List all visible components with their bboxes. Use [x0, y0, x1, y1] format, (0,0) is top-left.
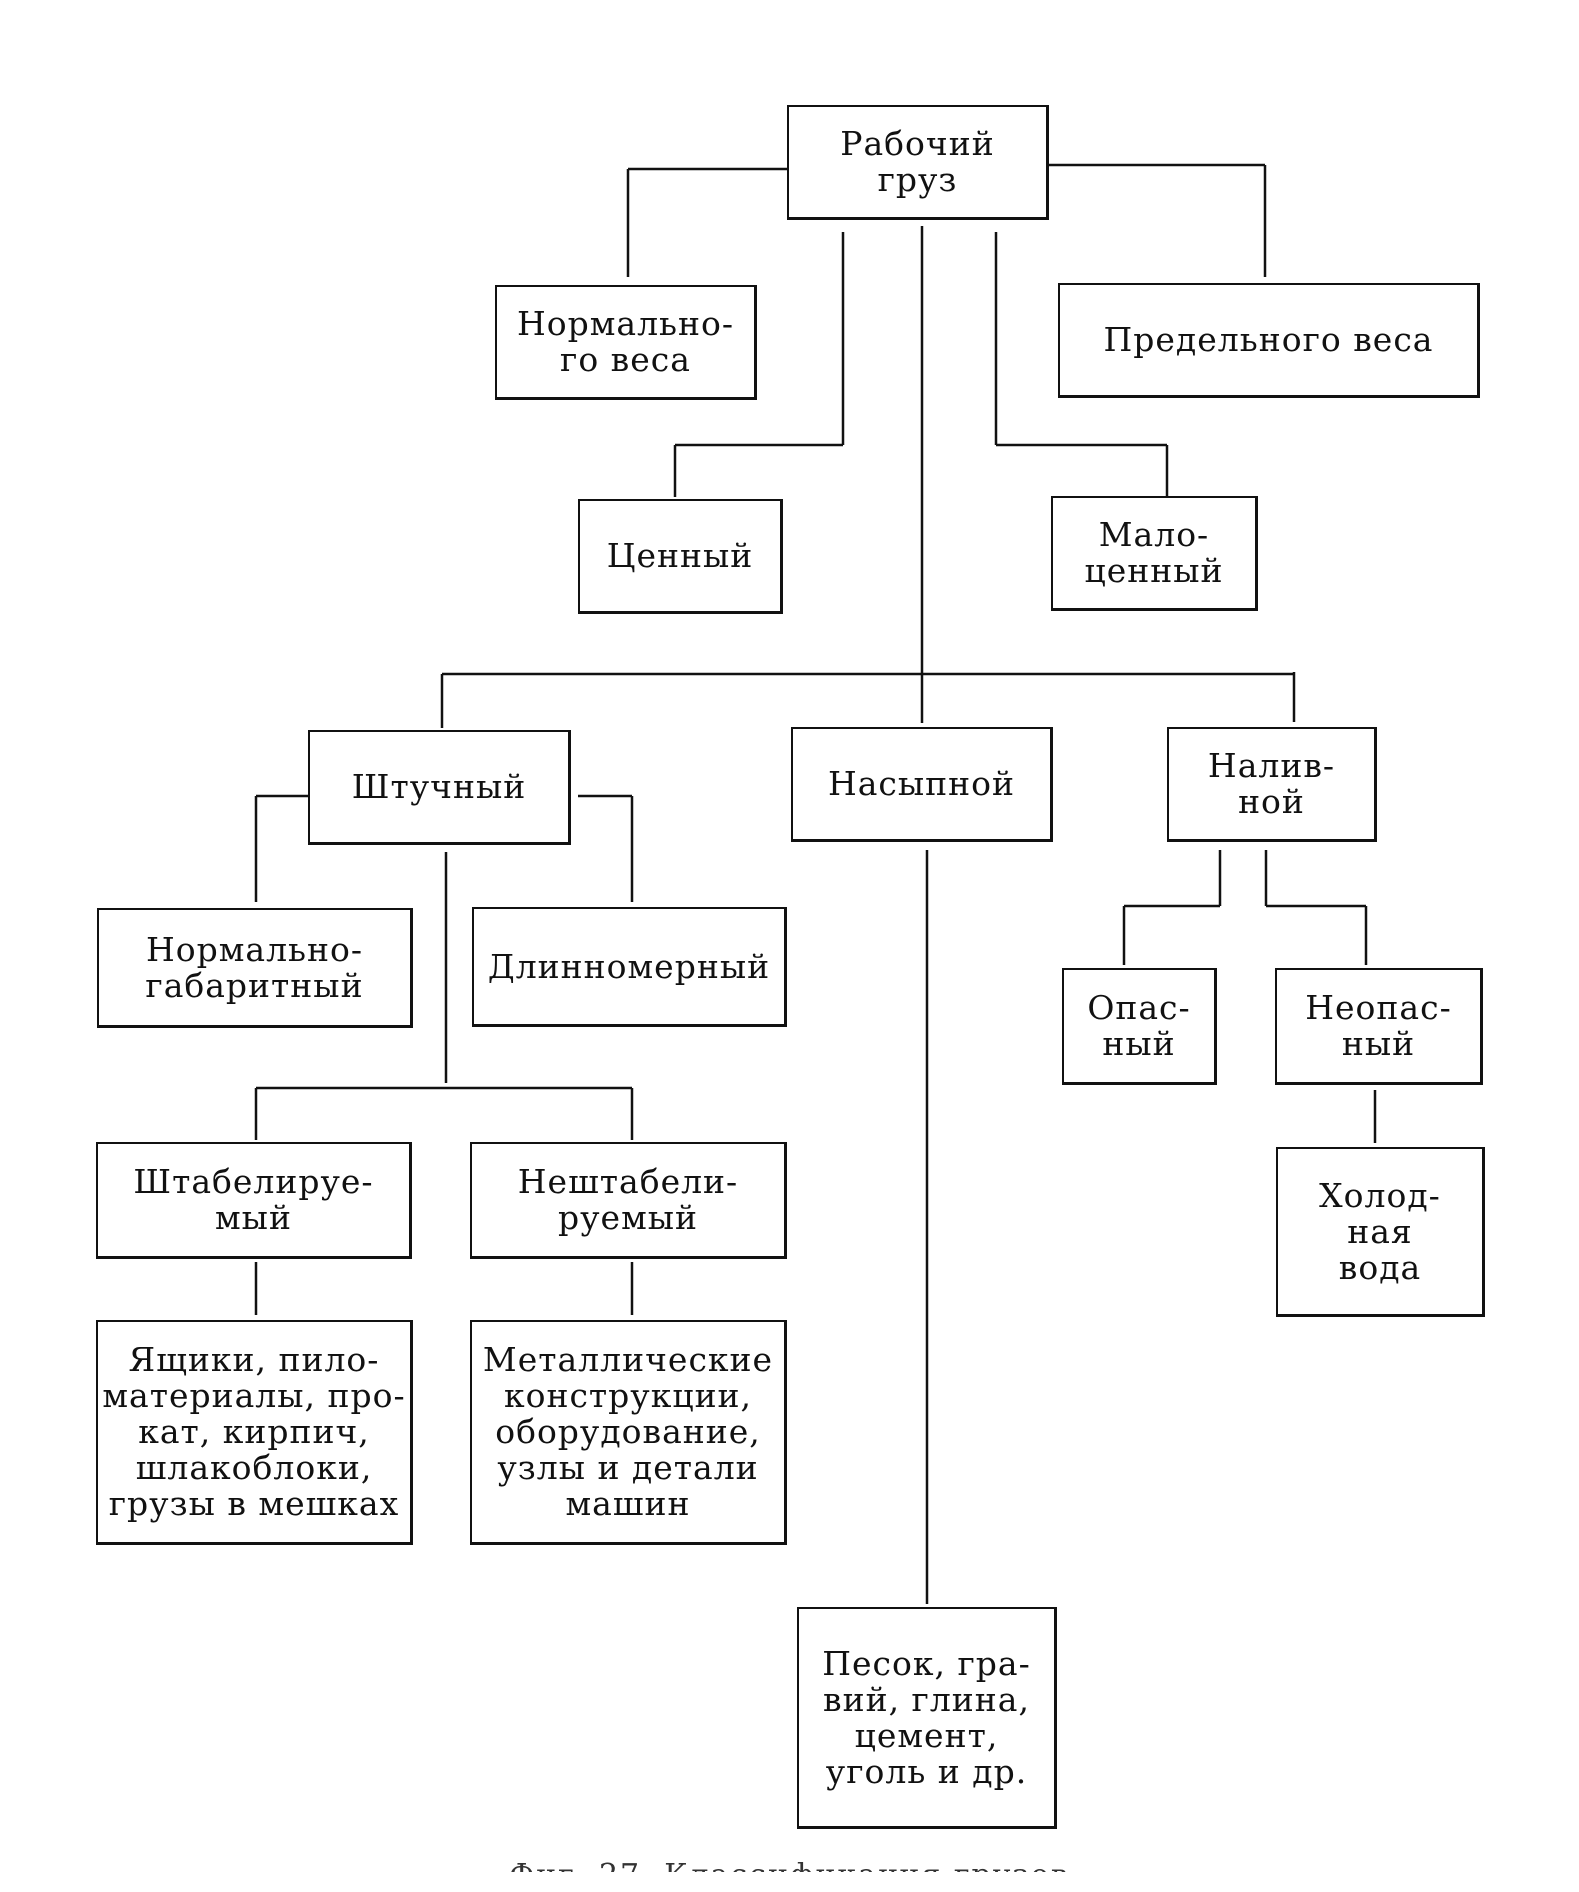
node-low-value: Мало- ценный: [1051, 496, 1258, 611]
node-stackable: Штабелируе- мый: [96, 1142, 412, 1259]
figure-caption: Фиг. 27. Классификация грузов: [509, 1858, 1070, 1892]
node-stackable-examples: Ящики, пило- материалы, про- кат, кирпич…: [96, 1320, 413, 1545]
node-bulk: Насыпной: [791, 727, 1053, 842]
node-max-weight: Предельного веса: [1058, 283, 1480, 398]
node-working-cargo: Рабочий груз: [787, 105, 1049, 220]
node-valuable: Ценный: [578, 499, 783, 614]
node-piece: Штучный: [308, 730, 571, 845]
node-liquid: Налив- ной: [1167, 727, 1377, 842]
node-normal-weight: Нормально- го веса: [495, 285, 757, 400]
node-non-hazardous: Неопас- ный: [1275, 968, 1483, 1085]
node-cold-water: Холод- ная вода: [1276, 1147, 1485, 1317]
node-bulk-examples: Песок, гра- вий, глина, цемент, уголь и …: [797, 1607, 1057, 1829]
node-long-length: Длинномерный: [472, 907, 787, 1027]
node-normal-size: Нормально- габаритный: [97, 908, 413, 1028]
node-hazardous: Опас- ный: [1062, 968, 1217, 1085]
node-non-stackable: Нештабели- руемый: [470, 1142, 787, 1259]
node-non-stackable-examples: Металлические конструкции, оборудование,…: [470, 1320, 787, 1545]
